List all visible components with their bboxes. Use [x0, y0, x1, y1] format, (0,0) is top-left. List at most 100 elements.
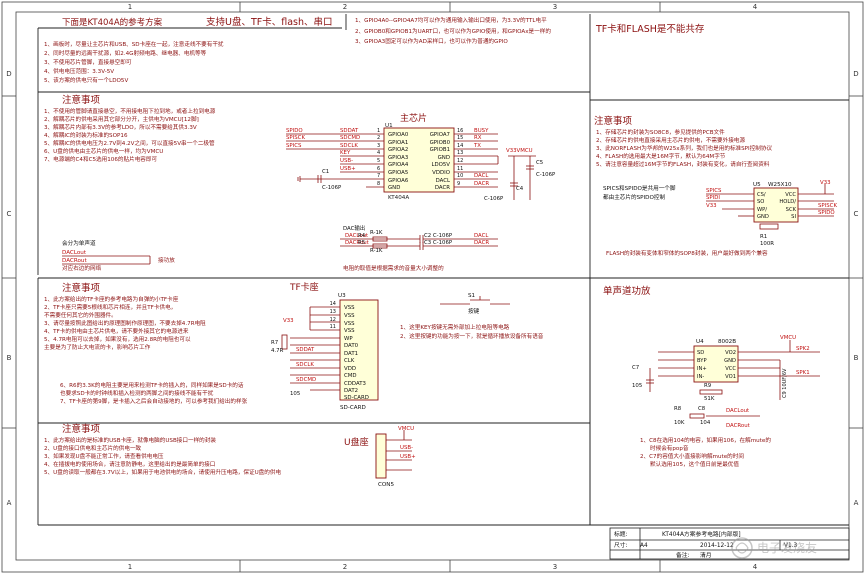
svg-text:接功放: 接功放 — [158, 256, 175, 264]
svg-text:DACRout: DACRout — [62, 258, 87, 264]
svg-text:6、U盘的供电由主芯片的供电一样，均为VMCU: 6、U盘的供电由主芯片的供电一样，均为VMCU — [44, 147, 163, 155]
tf-flash-note: TF卡和FLASH是不能共存 — [595, 23, 705, 35]
svg-text:1: 1 — [377, 128, 380, 134]
svg-text:TF卡座: TF卡座 — [289, 281, 319, 293]
svg-text:SPK2: SPK2 — [796, 346, 810, 352]
svg-text:GPIOA5: GPIOA5 — [388, 170, 408, 176]
svg-text:GND: GND — [388, 185, 400, 191]
usb-section: 注意事项 1、此方案给出的是标准的USB卡座，就像电脑的USB接口一样的封装 2… — [44, 423, 416, 488]
svg-text:WP/: WP/ — [757, 207, 767, 213]
feature-title: 支持U盘、TF卡、flash、串口 — [206, 16, 333, 28]
svg-text:会分为单声道: 会分为单声道 — [62, 239, 96, 247]
svg-text:6: 6 — [377, 166, 380, 172]
svg-text:R5: R5 — [358, 240, 365, 246]
svg-text:DACR: DACR — [474, 181, 489, 187]
frame-col-4: 4 — [753, 3, 758, 11]
svg-text:1、画板时，尽量让主芯片和USB、SD卡座在一起，注意走线不: 1、画板时，尽量让主芯片和USB、SD卡座在一起，注意走线不要有干扰 — [44, 40, 224, 48]
svg-text:CON5: CON5 — [378, 482, 394, 488]
svg-text:4、解耦IC的封装为标准的SOP16: 4、解耦IC的封装为标准的SOP16 — [44, 131, 128, 139]
svg-text:R4: R4 — [358, 233, 366, 239]
svg-text:C3 C-106P: C3 C-106P — [424, 240, 453, 246]
svg-text:C4: C4 — [516, 186, 524, 192]
svg-text:DACR: DACR — [435, 185, 450, 191]
svg-text:V33: V33 — [706, 203, 717, 209]
u1-body — [383, 127, 455, 193]
section-dividers — [37, 14, 849, 526]
svg-text:SPICS: SPICS — [286, 143, 302, 149]
svg-text:GND: GND — [757, 214, 769, 220]
svg-text:VO1: VO1 — [725, 374, 736, 380]
tf-flash-title: TF卡和FLASH是不能共存 — [595, 23, 705, 35]
svg-text:5、U盘的读取一般都在3.7V以上，如果用于电池供电的场合，: 5、U盘的读取一般都在3.7V以上，如果用于电池供电的场合，请使用升压电路，保证… — [44, 468, 281, 476]
svg-text:1、此方案给出的是标准的USB卡座，就像电脑的USB接口一样: 1、此方案给出的是标准的USB卡座，就像电脑的USB接口一样的封装 — [44, 436, 216, 444]
svg-text:6、R6的3.3K的电阻主要是用来检测TF卡的插入的，同样如: 6、R6的3.3K的电阻主要是用来检测TF卡的插入的，同样如果是SD卡的话 — [60, 381, 244, 389]
svg-text:2、GPIOB0和GPIOB1为UART口，也可以作为GPI: 2、GPIOB0和GPIOB1为UART口，也可以作为GPIO使用，和GPIOA… — [355, 27, 551, 35]
svg-text:10: 10 — [457, 173, 463, 179]
svg-text:C-106P: C-106P — [322, 185, 342, 191]
svg-text:DACR: DACR — [474, 240, 489, 246]
svg-text:3、请尽量按照此图给出的原理图制作原理图，不要去掉4.7R电: 3、请尽量按照此图给出的原理图制作原理图，不要去掉4.7R电阻 — [44, 319, 206, 327]
svg-text:104: 104 — [700, 420, 711, 426]
svg-text:BYP: BYP — [697, 358, 707, 364]
svg-text:电子发烧友: 电子发烧友 — [757, 540, 817, 555]
svg-text:SDCMD: SDCMD — [296, 377, 316, 383]
svg-text:R1: R1 — [760, 234, 767, 240]
svg-text:BUSY: BUSY — [474, 128, 489, 134]
svg-text:14: 14 — [330, 301, 336, 307]
svg-text:C2 C-106P: C2 C-106P — [424, 233, 453, 239]
svg-text:VSS: VSS — [344, 328, 355, 334]
svg-text:不需要任何其它的外围器件。: 不需要任何其它的外围器件。 — [44, 311, 117, 319]
svg-text:U5: U5 — [753, 182, 761, 188]
svg-text:U3: U3 — [338, 293, 346, 299]
frame-col-1-bottom: 1 — [128, 563, 132, 571]
u1-title: 主芯片 — [400, 112, 427, 124]
svg-text:C-106P: C-106P — [484, 196, 504, 202]
svg-text:主要是为了防止大电流的卡，影响芯片工作: 主要是为了防止大电流的卡，影响芯片工作 — [44, 343, 151, 351]
svg-text:DAT2: DAT2 — [344, 388, 358, 394]
svg-text:1、不使用的管脚请直接悬空，不用接电阻下拉到地，或者上拉到电: 1、不使用的管脚请直接悬空，不用接电阻下拉到地，或者上拉到电源 — [44, 107, 216, 115]
svg-text:CLK: CLK — [344, 358, 355, 364]
frame-col-3: 3 — [553, 3, 557, 11]
svg-text:C8: C8 — [698, 406, 706, 412]
svg-text:GPIOA6: GPIOA6 — [388, 178, 409, 184]
svg-text:LDO5V: LDO5V — [431, 162, 450, 168]
svg-text:RX: RX — [474, 135, 482, 141]
svg-text:DACLout: DACLout — [726, 408, 749, 414]
svg-text:8002B: 8002B — [718, 339, 736, 345]
u1-left-pins: GPIOA0 GPIOA1 GPIOA2 GPIOA3 GPIOA4 GPIOA… — [388, 132, 409, 191]
svg-text:DACL: DACL — [474, 233, 488, 239]
svg-text:4、供电电压范围：3.3V-5V: 4、供电电压范围：3.3V-5V — [44, 67, 114, 75]
svg-text:5、请注意容量超过16M字节的FLASH，封装有变化，请自行: 5、请注意容量超过16M字节的FLASH，封装有变化，请自行查阅资料 — [596, 160, 770, 168]
svg-text:SD: SD — [697, 350, 704, 356]
svg-text:清月: 清月 — [700, 551, 712, 559]
svg-text:4.7R: 4.7R — [271, 348, 284, 354]
svg-text:8: 8 — [377, 181, 380, 187]
u1-ref: U1 — [385, 123, 393, 129]
tf-section: 注意事项 1、此方案给出的TF卡座的参考电路为自弹的小TF卡座 2、TF卡座只需… — [44, 281, 379, 411]
frame-col-2: 2 — [343, 3, 347, 11]
svg-text:2、这里按键的功能为按一下，就是循环播放设备所有语音: 2、这里按键的功能为按一下，就是循环播放设备所有语音 — [400, 332, 544, 340]
frame-row-b: B — [7, 354, 12, 362]
svg-text:DACLout: DACLout — [62, 250, 87, 256]
svg-text:USB-: USB- — [340, 158, 353, 164]
top-notes: 下面是KT404A的参考方案 支持U盘、TF卡、flash、串口 1、画板时，尽… — [44, 16, 333, 84]
svg-text:CMD: CMD — [344, 373, 357, 379]
svg-text:V33: V33 — [820, 180, 831, 186]
svg-text:1、GPIO4A0--GPIO4A7均可以作为通用输入输出口: 1、GPIO4A0--GPIO4A7均可以作为通用输入输出口使用，为3.3V的T… — [355, 16, 547, 24]
svg-text:WP: WP — [344, 336, 353, 342]
svg-text:DACLout: DACLout — [345, 233, 368, 239]
svg-text:GND: GND — [724, 358, 736, 364]
svg-text:VO2: VO2 — [725, 350, 736, 356]
svg-text:IN-: IN- — [697, 374, 704, 380]
svg-text:2、C7的容值大小直接影响解mute的时间: 2、C7的容值大小直接影响解mute的时间 — [640, 452, 744, 460]
svg-text:VDD: VDD — [344, 366, 356, 372]
svg-text:100R: 100R — [760, 241, 774, 247]
svg-text:HOLD/: HOLD/ — [779, 199, 796, 205]
svg-text:V1.3: V1.3 — [784, 543, 797, 549]
svg-text:2、U盘的接口供电和主芯片的供电一致: 2、U盘的接口供电和主芯片的供电一致 — [44, 444, 142, 452]
svg-text:R8: R8 — [674, 406, 682, 412]
svg-text:DACL: DACL — [436, 178, 450, 184]
